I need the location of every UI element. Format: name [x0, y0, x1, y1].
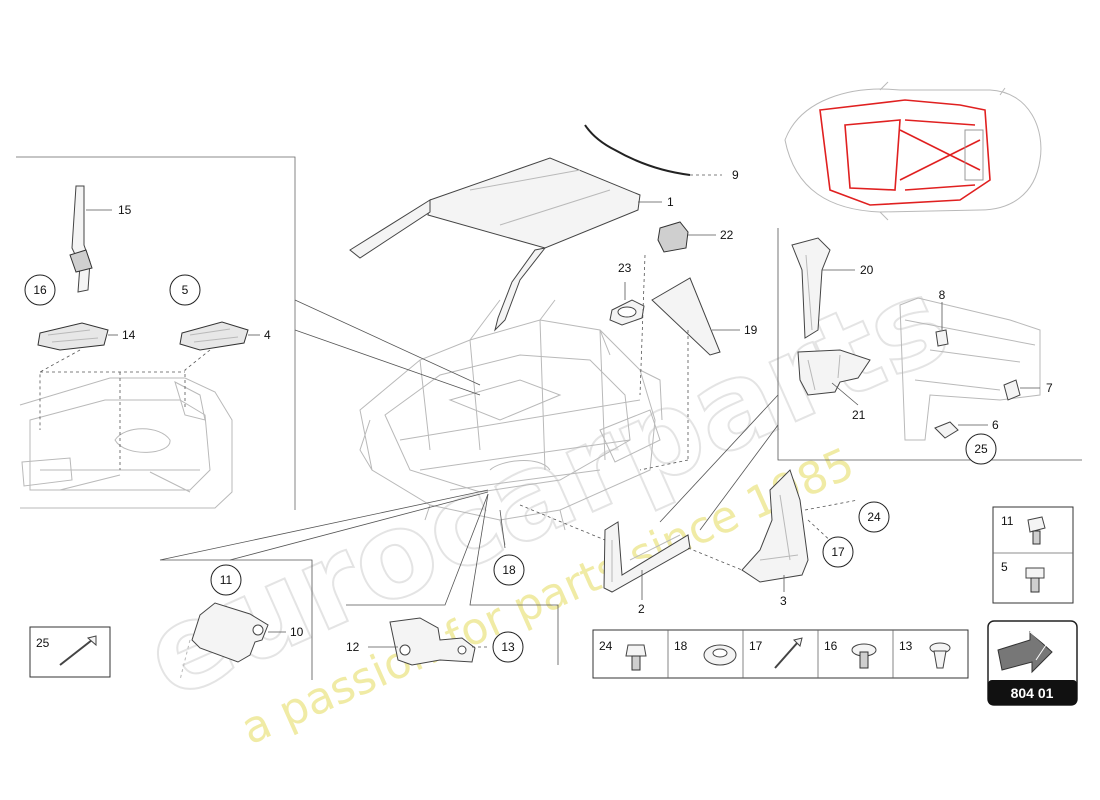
- callout-23: 23: [618, 261, 632, 275]
- part-20-trim: 20: [791, 237, 874, 339]
- part-15-tube: 15: [69, 185, 132, 293]
- side-panel: [899, 297, 1041, 441]
- callout-4: 4: [264, 328, 271, 342]
- callout-circle-24: 24: [858, 501, 890, 533]
- rivet-icon: [774, 637, 803, 669]
- page-reference: 804 01: [987, 620, 1078, 706]
- callout-22: 22: [720, 228, 734, 242]
- part-22-block: 22: [657, 221, 734, 253]
- callout-15: 15: [118, 203, 132, 217]
- callout-circle-18: 18: [493, 554, 525, 586]
- screw-icon: [851, 643, 877, 669]
- part-6-clip: 6: [934, 418, 999, 439]
- bolt-icon: [625, 644, 647, 671]
- part-14-pad: 14: [37, 322, 136, 351]
- callout-3: 3: [780, 594, 787, 608]
- part-9-seal: 9: [584, 124, 739, 182]
- svg-text:24: 24: [867, 510, 881, 524]
- part-10-bracket: 10: [179, 602, 304, 681]
- legend-left-number: 25: [36, 636, 50, 650]
- legend-item-5: 5: [1001, 560, 1008, 574]
- callout-14: 14: [122, 328, 136, 342]
- part-7-clip: 7: [1003, 379, 1053, 401]
- stud-icon: [1025, 567, 1045, 593]
- callout-20: 20: [860, 263, 874, 277]
- callout-12: 12: [346, 640, 360, 654]
- callout-circle-16: 16: [24, 274, 56, 306]
- legend-left: 25: [29, 626, 111, 678]
- svg-text:5: 5: [182, 283, 189, 297]
- callout-7: 7: [1046, 381, 1053, 395]
- callout-circle-11: 11: [210, 564, 242, 596]
- svg-text:17: 17: [831, 545, 845, 559]
- legend-right: 11 5: [992, 506, 1074, 604]
- legend-item-24: 24: [599, 639, 613, 653]
- callout-8: 8: [939, 288, 946, 302]
- legend-item-13: 13: [899, 639, 913, 653]
- part-23-grommet: 23: [609, 261, 645, 326]
- svg-text:13: 13: [501, 640, 515, 654]
- grommet-icon: [703, 644, 737, 666]
- svg-text:11: 11: [220, 573, 233, 587]
- svg-text:18: 18: [502, 563, 516, 577]
- watermark: eurocarparts a passion for parts since 1…: [124, 249, 968, 755]
- part-12-bracket: 12: [346, 617, 476, 666]
- body-shell: [359, 299, 663, 546]
- part-4-pad: 4: [179, 321, 271, 351]
- callout-2: 2: [638, 602, 645, 616]
- svg-text:25: 25: [974, 442, 988, 456]
- part-8-clip: 8: [935, 288, 949, 347]
- part-21-trim: 21: [797, 349, 871, 422]
- car-overview-icon: [784, 81, 1042, 221]
- callout-9: 9: [732, 168, 739, 182]
- callout-10: 10: [290, 625, 304, 639]
- leader-lines: [159, 228, 1082, 680]
- clip-icon: [929, 642, 951, 669]
- part-3-pillar: 3: [741, 469, 809, 608]
- part-1-roof: 1: [349, 157, 674, 332]
- callout-1: 1: [667, 195, 674, 209]
- part-2-sill: 2: [603, 521, 691, 616]
- legend-item-17: 17: [749, 639, 763, 653]
- legend-item-18: 18: [674, 639, 688, 653]
- callout-circle-5: 5: [169, 274, 201, 306]
- legend-bottom: 24 18 17 16 13: [592, 629, 969, 679]
- part-19-panel: 19: [651, 277, 758, 356]
- legend-item-16: 16: [824, 639, 838, 653]
- svg-text:16: 16: [33, 283, 47, 297]
- legend-item-11: 11: [1001, 514, 1014, 528]
- page-ref-label: 804 01: [1011, 685, 1054, 701]
- detail-frame-rear: [16, 156, 296, 510]
- flange-bolt-icon: [1027, 516, 1046, 545]
- callout-19: 19: [744, 323, 758, 337]
- callout-6: 6: [992, 418, 999, 432]
- callout-circle-17: 17: [822, 536, 854, 568]
- callout-21: 21: [852, 408, 866, 422]
- callout-circle-13: 13: [492, 631, 524, 663]
- callout-circle-25: 25: [965, 433, 997, 465]
